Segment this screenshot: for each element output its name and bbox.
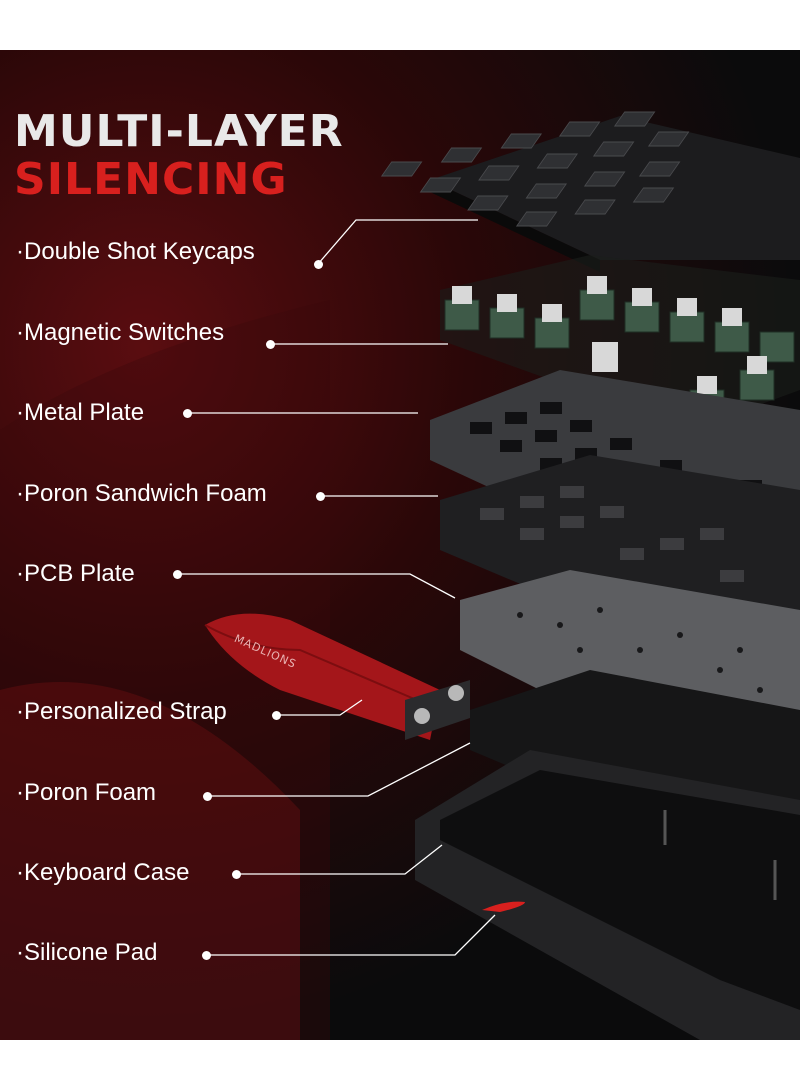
callout-lines: [177, 219, 496, 956]
switches-layer: [440, 255, 800, 430]
title-line-1: MULTI-LAYER: [14, 106, 344, 157]
keycaps-layer: [380, 111, 800, 272]
label-poron-foam: ·Poron Foam: [16, 779, 157, 806]
strap: [204, 613, 470, 740]
callout-dot: [183, 409, 192, 418]
silicone-pad: [482, 901, 525, 912]
label-double-shot-keycaps: ·Double Shot Keycaps: [16, 238, 255, 265]
label-keyboard-case: ·Keyboard Case: [16, 859, 190, 886]
callout-dot: [316, 492, 325, 501]
callout-dot: [266, 340, 275, 349]
callout-dot: [202, 951, 211, 960]
callout-dot: [314, 260, 323, 269]
callout-dot: [232, 870, 241, 879]
title-line-2: SILENCING: [14, 154, 288, 205]
keyboard-exploded-view: [0, 111, 800, 1040]
product-infographic: MULTI-LAYER SILENCING ·Double Shot Keyca…: [0, 50, 800, 1040]
label-personalized-strap: ·Personalized Strap: [16, 698, 227, 725]
label-silicone-pad: ·Silicone Pad: [16, 939, 158, 966]
label-metal-plate: ·Metal Plate: [16, 399, 145, 426]
label-poron-sandwich-foam: ·Poron Sandwich Foam: [16, 480, 267, 507]
keyboard-case: [415, 750, 800, 1040]
label-magnetic-switches: ·Magnetic Switches: [16, 319, 225, 346]
callout-dot: [203, 792, 212, 801]
label-pcb-plate: ·PCB Plate: [16, 560, 135, 587]
callout-dot: [272, 711, 281, 720]
callout-dot: [173, 570, 182, 579]
